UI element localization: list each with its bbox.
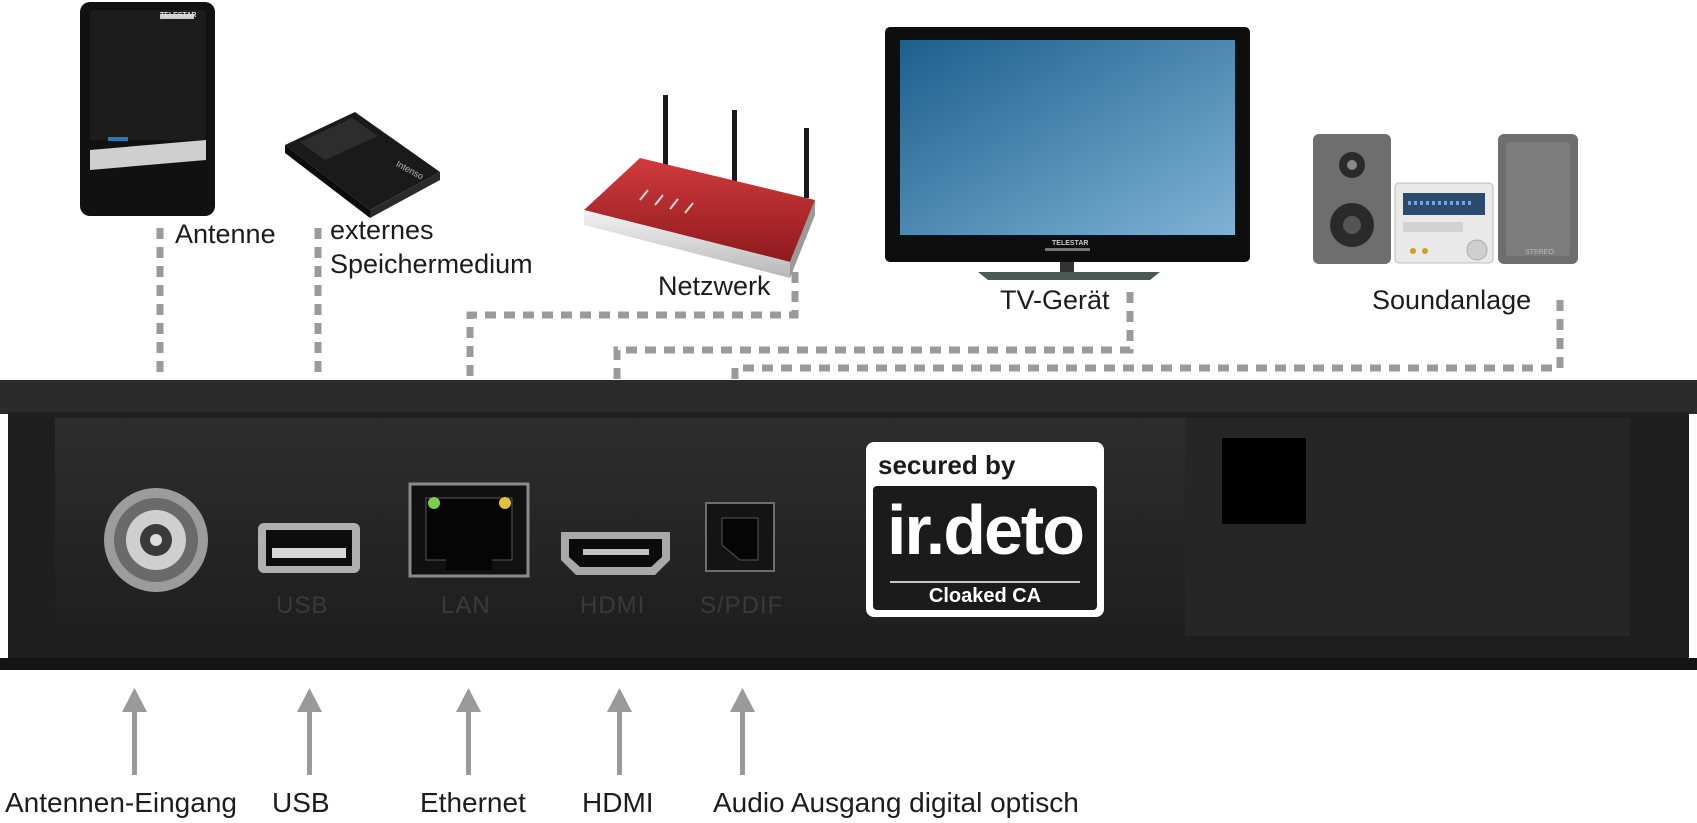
port-label-spdif: S/PDIF [700,592,784,619]
bottom-label-hdmi: HDMI [582,787,654,818]
router-device [584,95,815,278]
badge-secured-by: secured by [878,450,1016,480]
sound-system-device [1313,134,1578,264]
port-label-hdmi: HDMI [580,592,646,619]
receiver-back-panel [0,380,1697,670]
antenna-label: Antenne [175,219,276,249]
antenna-brand: TELESTAR [160,12,197,19]
bottom-label-antenna-input: Antennen-Eingang [5,787,237,818]
usb-port [258,523,360,573]
sound-brand: STEREO [1525,249,1554,256]
hdmi-port [561,532,670,575]
antenna-input-port [104,488,208,592]
tv-device [885,27,1250,280]
irdeto-badge [866,442,1104,617]
tv-label: TV-Gerät [1000,285,1110,315]
storage-label-line2: Speichermedium [330,249,533,279]
badge-irdeto-logo: ir.deto [886,491,1085,569]
line-sound [731,300,1564,510]
port-label-lan: LAN [441,592,491,619]
antenna-device [80,2,215,216]
badge-cloaked-ca: Cloaked CA [928,585,1042,607]
network-label: Netzwerk [658,271,771,301]
lan-port [408,482,530,578]
storage-device [285,112,440,218]
bottom-label-usb: USB [272,787,330,818]
tv-brand: TELESTAR [1052,240,1089,247]
storage-label-line1: externes [330,215,434,245]
pointer-arrows [122,688,755,775]
bottom-label-ethernet: Ethernet [420,787,526,818]
spdif-port [705,502,775,572]
port-label-usb: USB [276,592,329,619]
sound-label: Soundanlage [1372,285,1532,315]
bottom-label-audio: Audio Ausgang digital optisch [713,787,1079,818]
